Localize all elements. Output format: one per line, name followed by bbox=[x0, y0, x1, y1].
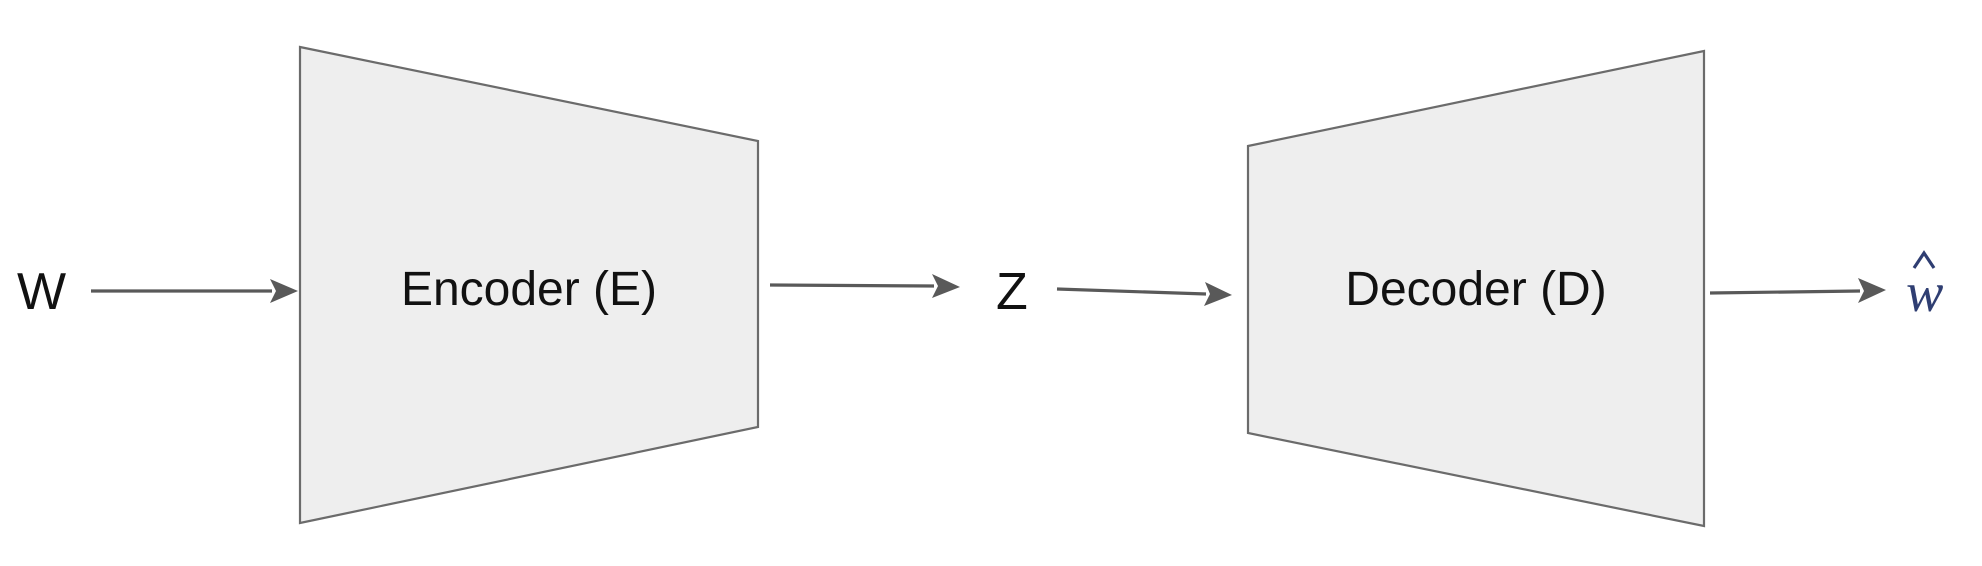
encoder-block bbox=[298, 45, 760, 525]
decoder-block bbox=[1246, 49, 1706, 528]
input-label: W bbox=[17, 263, 66, 321]
decoder-label: Decoder (D) bbox=[1345, 263, 1606, 316]
hat-accent-icon bbox=[1912, 250, 1936, 269]
arrow-input-to-encoder bbox=[91, 279, 298, 303]
arrow-decoder-to-output bbox=[1709, 278, 1886, 303]
arrow-encoder-to-latent bbox=[769, 274, 960, 298]
output-label: w bbox=[1906, 262, 1943, 324]
latent-label: Z bbox=[996, 263, 1028, 321]
encoder-label: Encoder (E) bbox=[401, 263, 657, 316]
output-w-hat: w bbox=[1906, 250, 1943, 324]
arrow-latent-to-decoder bbox=[1056, 282, 1232, 306]
